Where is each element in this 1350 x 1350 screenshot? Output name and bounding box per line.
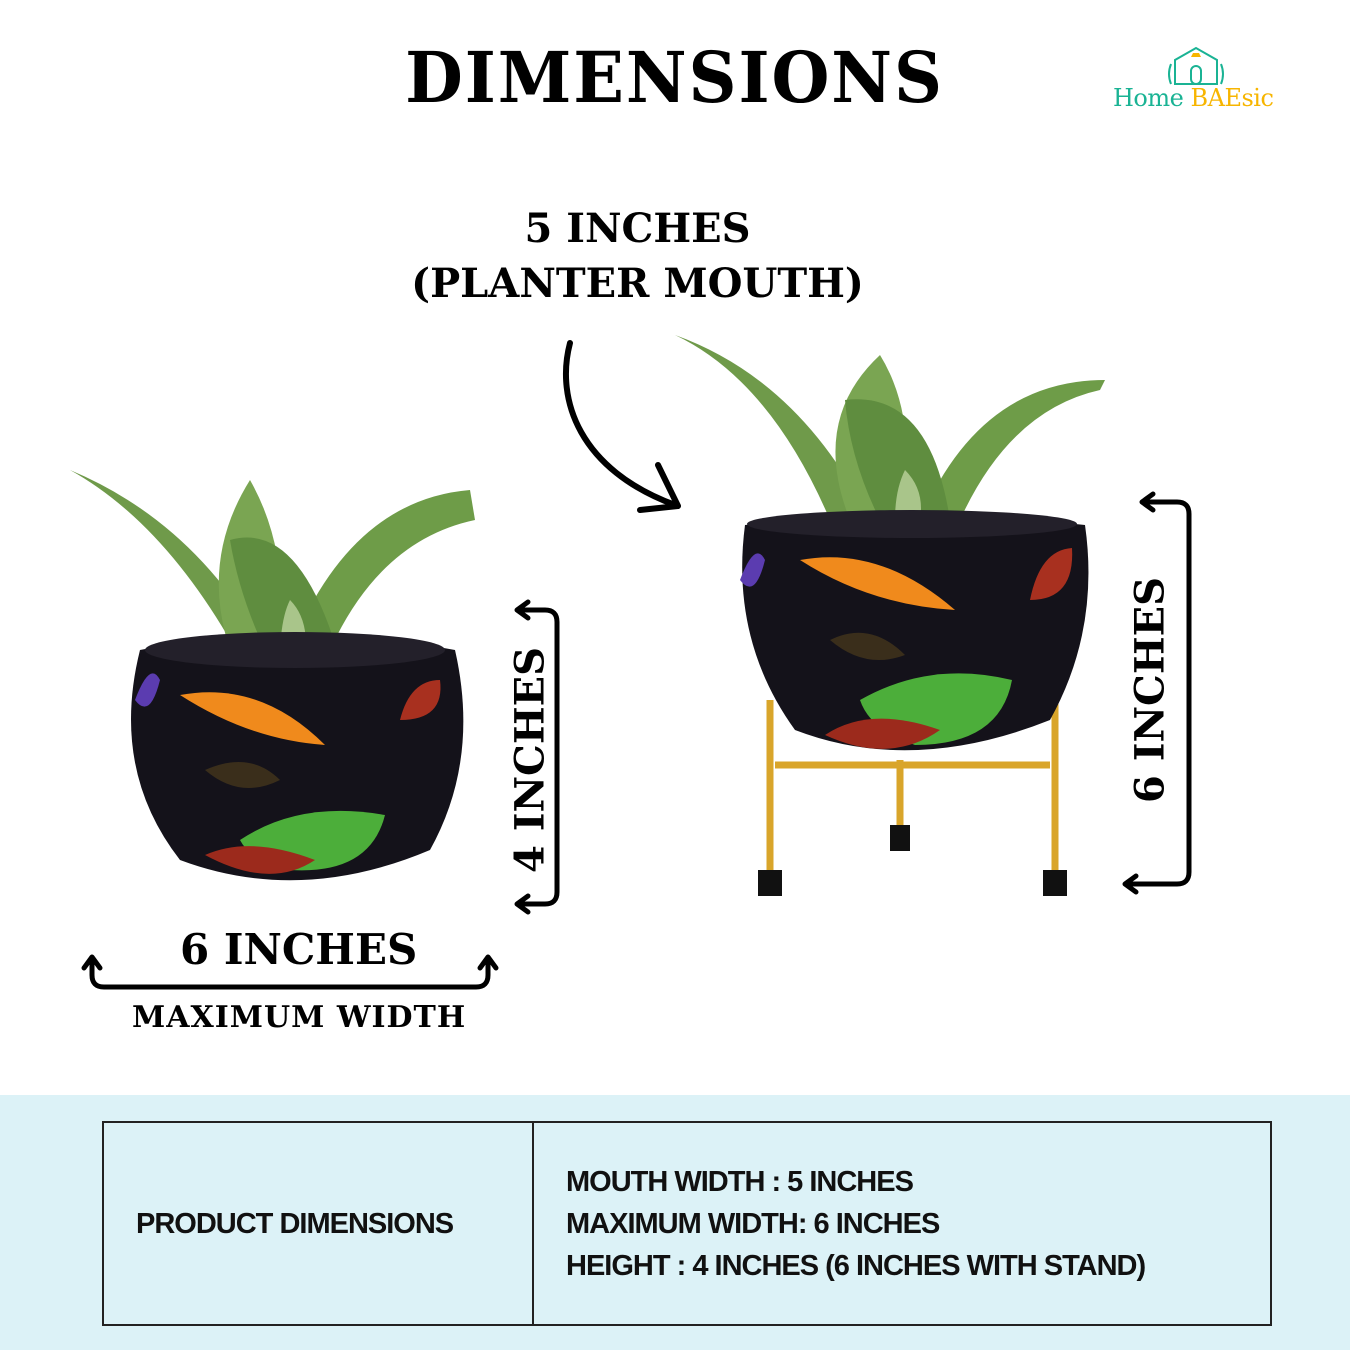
max-width-value: 6 INCHES: [180, 925, 418, 974]
brand-name-part1: Home: [1113, 84, 1191, 112]
width-arrow-icon: [81, 954, 499, 990]
title-text: DIMENSIONS: [405, 36, 945, 119]
table-row: HEIGHT : 4 INCHES (6 INCHES WITH STAND): [566, 1249, 1146, 1282]
table-header-cell: PRODUCT DIMENSIONS: [104, 1123, 534, 1324]
dimensions-table: PRODUCT DIMENSIONS MOUTH WIDTH : 5 INCHE…: [102, 1121, 1272, 1326]
mouth-width-label: 5 INCHES: [524, 205, 751, 252]
brand-logo: Home BAEsic: [1105, 44, 1290, 119]
height-stand-arrow-icon: [1122, 491, 1192, 895]
house-logo-icon: [1168, 46, 1224, 85]
pot-right: [740, 510, 1089, 751]
plant-leaves-left: [70, 470, 475, 660]
brand-name-part2: BAEsic: [1190, 84, 1274, 112]
table-header: PRODUCT DIMENSIONS: [136, 1207, 454, 1240]
brand-name: Home BAEsic: [1113, 84, 1274, 112]
dimensions-panel: [0, 1095, 1350, 1350]
height-arrow-icon: [514, 599, 560, 915]
table-row: MOUTH WIDTH : 5 INCHES: [566, 1165, 914, 1198]
max-width-caption: MAXIMUM WIDTH: [132, 1000, 467, 1035]
metal-stand: [766, 700, 1059, 875]
mouth-width-caption: (PLANTER MOUTH): [411, 260, 864, 307]
table-values-cell: MOUTH WIDTH : 5 INCHES MAXIMUM WIDTH: 6 …: [534, 1123, 1270, 1324]
plant-leaves-right: [675, 335, 1105, 520]
pot-height-label: 4 INCHES: [506, 646, 554, 874]
product-illustration: [70, 335, 1192, 990]
page-title: DIMENSIONS: [0, 36, 1350, 119]
curved-arrow-icon: [562, 340, 678, 508]
stand-height-label: 6 INCHES: [1126, 576, 1174, 804]
table-row: MAXIMUM WIDTH: 6 INCHES: [566, 1207, 940, 1240]
pot-left: [131, 632, 464, 881]
